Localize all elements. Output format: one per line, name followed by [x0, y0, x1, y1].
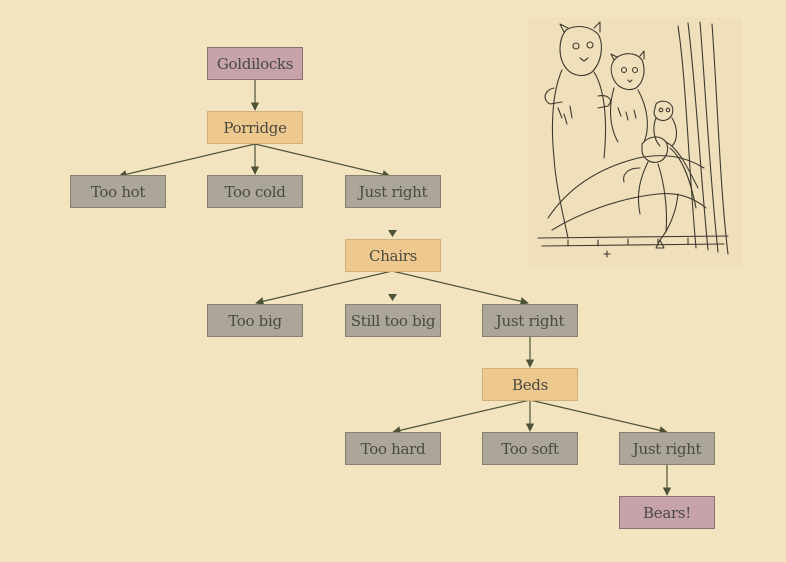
connector-to-still-too-big — [388, 294, 397, 301]
node-too-soft: Too soft — [482, 432, 578, 465]
node-bears: Bears! — [619, 496, 715, 529]
node-too-hard: Too hard — [345, 432, 441, 465]
connector-to-chairs — [388, 230, 397, 237]
node-still-too-big: Still too big — [345, 304, 441, 337]
node-just-right-porridge: Just right — [345, 175, 441, 208]
node-just-right-beds: Just right — [619, 432, 715, 465]
edge-beds-too-hard — [392, 399, 531, 435]
node-porridge: Porridge — [207, 111, 303, 144]
edge-porridge-too-hot — [118, 143, 256, 179]
node-beds: Beds — [482, 368, 578, 401]
edge-chairs-just-right — [391, 270, 529, 306]
edge-chairs-too-big — [255, 270, 393, 306]
edge-porridge-just-right — [254, 143, 391, 179]
edge-beds-just-right — [529, 399, 668, 435]
node-goldilocks: Goldilocks — [207, 47, 303, 80]
node-too-hot: Too hot — [70, 175, 166, 208]
node-too-cold: Too cold — [207, 175, 303, 208]
three-bears-illustration — [528, 18, 742, 266]
node-just-right-chairs: Just right — [482, 304, 578, 337]
node-too-big: Too big — [207, 304, 303, 337]
node-chairs: Chairs — [345, 239, 441, 272]
